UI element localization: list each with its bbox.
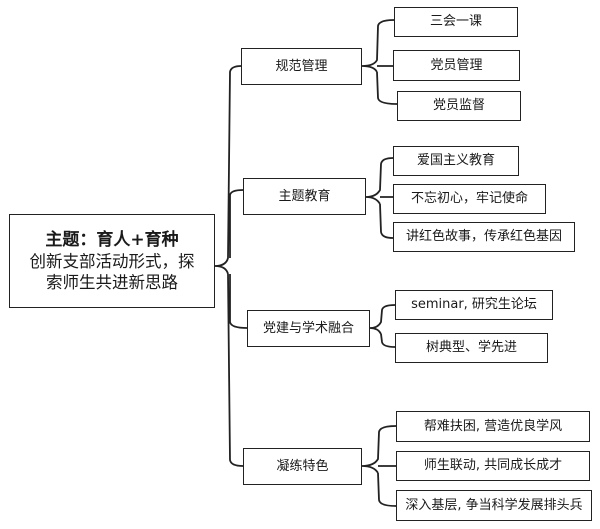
- branch-2-brace: [365, 157, 394, 239]
- leaf-node-4-2: 师生联动, 共同成长成才: [396, 451, 590, 481]
- branch-node-3: 党建与学术融合: [247, 310, 370, 347]
- root-subtitle-line1: 创新支部活动形式，探: [29, 251, 195, 271]
- leaf-node-3-2: 树典型、学先进: [395, 333, 548, 363]
- root-subtitle-line2: 索师生共进新思路: [46, 273, 178, 293]
- branch-4-brace: [361, 425, 397, 507]
- leaf-node-2-3: 讲红色故事，传承红色基因: [393, 222, 575, 252]
- leaf-node-1-1: 三会一课: [394, 7, 518, 37]
- leaf-node-1-3: 党员监督: [397, 91, 521, 121]
- branch-node-2: 主题教育: [243, 178, 366, 215]
- branch-3-brace: [369, 304, 396, 348]
- root-topic-node: 主题：育人+育种 创新支部活动形式，探 索师生共进新思路: [9, 214, 215, 308]
- branch-node-4: 凝练特色: [243, 448, 362, 485]
- root-brace: [214, 65, 248, 467]
- leaf-node-4-3: 深入基层, 争当科学发展排头兵: [396, 490, 592, 521]
- leaf-node-2-2: 不忘初心，牢记使命: [393, 184, 546, 214]
- root-title: 主题：育人+育种: [45, 229, 179, 250]
- leaf-node-2-1: 爱国主义教育: [393, 146, 519, 176]
- branch-1-brace: [361, 19, 398, 105]
- leaf-node-3-1: seminar, 研究生论坛: [395, 290, 553, 320]
- branch-node-1: 规范管理: [241, 48, 362, 85]
- leaf-node-4-1: 帮难扶困, 营造优良学风: [396, 411, 590, 442]
- leaf-node-1-2: 党员管理: [393, 50, 520, 81]
